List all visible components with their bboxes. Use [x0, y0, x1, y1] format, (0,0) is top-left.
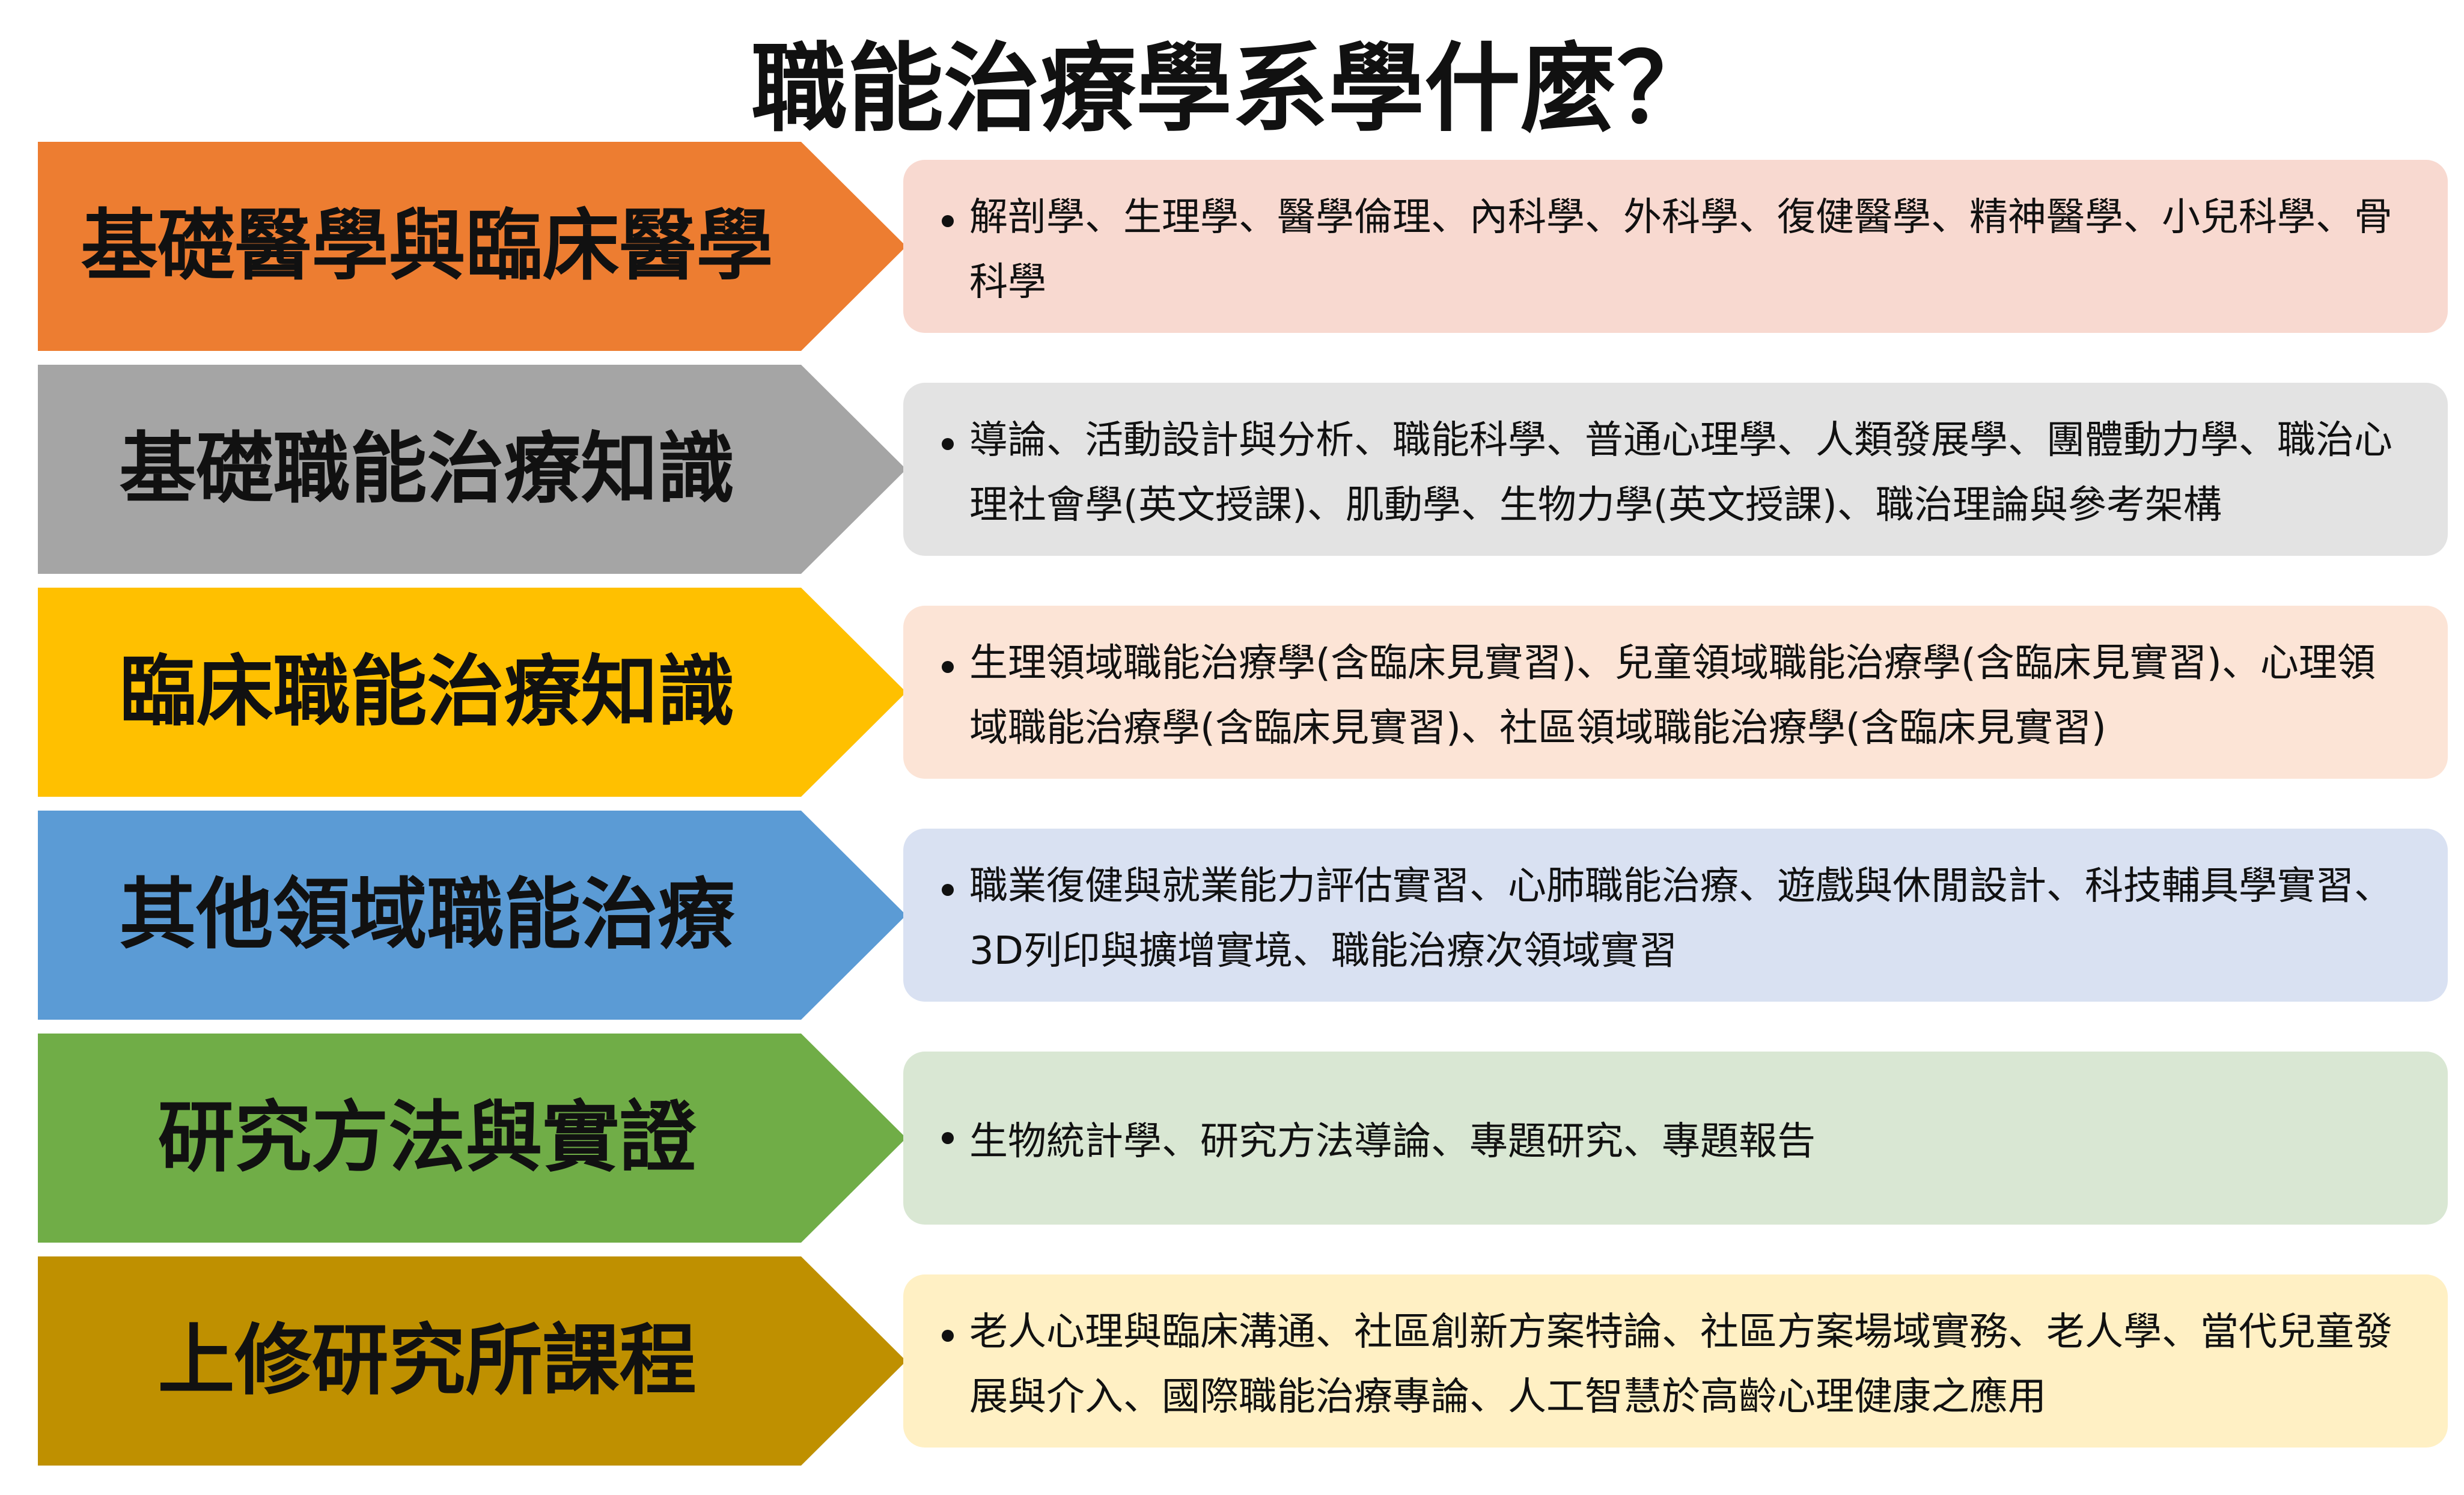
course-list-box: 生物統計學、研究方法導論、專題研究、專題報告 — [903, 1052, 2448, 1225]
page-title: 職能治療學系學什麼？ — [751, 32, 1713, 145]
category-label: 基礎醫學與臨床醫學 — [81, 201, 773, 291]
category-row-clinical-ot-knowledge: 臨床職能治療知識 生理領域職能治療學(含臨床見實習)、兒童領域職能治療學(含臨床… — [38, 588, 2448, 797]
category-label: 其他領域職能治療 — [119, 870, 735, 960]
category-arrow: 臨床職能治療知識 — [38, 588, 906, 797]
course-list-box: 生理領域職能治療學(含臨床見實習)、兒童領域職能治療學(含臨床見實習)、心理領域… — [903, 606, 2448, 779]
category-arrow: 上修研究所課程 — [38, 1256, 906, 1466]
category-label: 臨床職能治療知識 — [119, 647, 735, 737]
category-row-graduate-courses: 上修研究所課程 老人心理與臨床溝通、社區創新方案特論、社區方案場域實務、老人學、… — [38, 1256, 2448, 1466]
category-label: 基礎職能治療知識 — [119, 424, 735, 514]
course-list-box: 老人心理與臨床溝通、社區創新方案特論、社區方案場域實務、老人學、當代兒童發展與介… — [903, 1274, 2448, 1448]
course-list-text: 職業復健與就業能力評估實習、心肺職能治療、遊戲與休閒設計、科技輔具學實習、3D列… — [969, 864, 2392, 973]
course-list-box: 職業復健與就業能力評估實習、心肺職能治療、遊戲與休閒設計、科技輔具學實習、3D列… — [903, 829, 2448, 1002]
course-list-box: 解剖學、生理學、醫學倫理、內科學、外科學、復健醫學、精神醫學、小兒科學、骨科學 — [903, 160, 2448, 333]
course-list-text: 解剖學、生理學、醫學倫理、內科學、外科學、復健醫學、精神醫學、小兒科學、骨科學 — [969, 195, 2392, 305]
course-list-text: 導論、活動設計與分析、職能科學、普通心理學、人類發展學、團體動力學、職治心理社會… — [969, 418, 2392, 528]
category-row-research-methods: 研究方法與實證 生物統計學、研究方法導論、專題研究、專題報告 — [38, 1034, 2448, 1243]
category-label: 上修研究所課程 — [157, 1316, 697, 1406]
category-label: 研究方法與實證 — [157, 1093, 697, 1183]
course-list-text: 老人心理與臨床溝通、社區創新方案特論、社區方案場域實務、老人學、當代兒童發展與介… — [969, 1310, 2392, 1419]
course-list-box: 導論、活動設計與分析、職能科學、普通心理學、人類發展學、團體動力學、職治心理社會… — [903, 383, 2448, 556]
category-row-basic-clinical-medicine: 基礎醫學與臨床醫學 解剖學、生理學、醫學倫理、內科學、外科學、復健醫學、精神醫學… — [38, 142, 2448, 351]
category-row-basic-ot-knowledge: 基礎職能治療知識 導論、活動設計與分析、職能科學、普通心理學、人類發展學、團體動… — [38, 365, 2448, 574]
course-list-text: 生理領域職能治療學(含臨床見實習)、兒童領域職能治療學(含臨床見實習)、心理領域… — [969, 641, 2376, 751]
category-arrow: 其他領域職能治療 — [38, 811, 906, 1020]
category-arrow: 研究方法與實證 — [38, 1034, 906, 1243]
category-arrow: 基礎醫學與臨床醫學 — [38, 142, 906, 351]
category-row-other-fields-ot: 其他領域職能治療 職業復健與就業能力評估實習、心肺職能治療、遊戲與休閒設計、科技… — [38, 811, 2448, 1020]
course-list-text: 生物統計學、研究方法導論、專題研究、專題報告 — [969, 1119, 1816, 1164]
category-arrow: 基礎職能治療知識 — [38, 365, 906, 574]
